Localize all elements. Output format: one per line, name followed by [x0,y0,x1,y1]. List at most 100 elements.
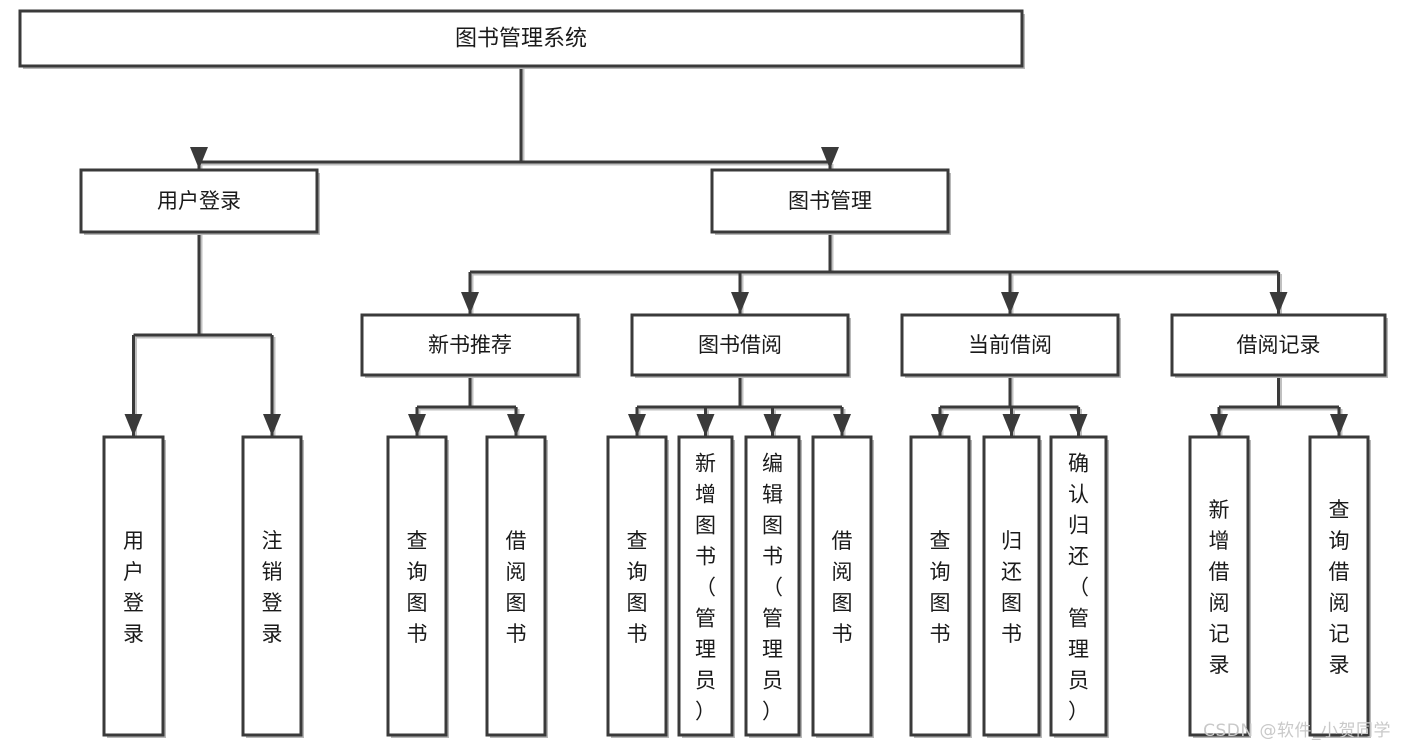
node-label-add-borrow-record: 借 [1209,560,1230,584]
node-label-return-book: 图 [1001,591,1022,615]
arrow-head-icon-user-login-do [124,414,143,436]
node-label-user-login-do: 录 [123,622,144,646]
node-box-borrow-book-2[interactable] [811,435,873,737]
node-label-borrow-book-2: 图 [832,591,853,615]
node-box-query-book-2[interactable] [606,435,668,737]
arrow-head-icon-add-book-admin [696,414,715,436]
node-user-login-do[interactable]: 用户登录 [102,435,166,738]
node-label-add-book-admin: ） [695,700,716,724]
node-root[interactable]: 图书管理系统 [18,9,1025,69]
node-label-confirm-return-admin: 员 [1068,669,1089,693]
node-label-book-manage: 图书管理 [788,189,872,213]
node-label-edit-book-admin: 图 [762,514,783,538]
node-label-borrow-book-1: 借 [506,529,527,553]
node-user-login[interactable]: 用户登录 [79,168,320,235]
node-label-confirm-return-admin: ） [1068,700,1089,724]
node-box-add-borrow-record[interactable] [1188,435,1250,737]
arrow-head-icon-confirm-return-admin [1069,414,1088,436]
node-box-borrow-book-1[interactable] [485,435,547,737]
node-label-query-borrow-record: 借 [1329,560,1350,584]
node-box-book-manage[interactable] [710,168,950,234]
node-book-manage[interactable]: 图书管理 [710,168,951,235]
node-label-user-login: 用户登录 [157,189,241,213]
node-box-query-book-1[interactable] [386,435,448,737]
node-label-query-borrow-record: 录 [1329,653,1350,677]
node-label-borrow-book-1: 阅 [506,560,527,584]
node-box-borrow-record[interactable] [1170,313,1387,377]
arrow-head-icon-query-book-3 [931,414,949,436]
node-box-book-borrow[interactable] [630,313,850,377]
node-borrow-record[interactable]: 借阅记录 [1170,313,1388,378]
node-box-user-login[interactable] [79,168,319,234]
node-label-borrow-book-1: 书 [506,622,527,646]
node-box-return-book[interactable] [982,435,1041,737]
arrow-head-icon-current-borrow [1001,292,1019,314]
node-box-edit-book-admin[interactable] [744,435,801,737]
node-label-edit-book-admin: 书 [762,545,783,569]
node-box-current-borrow[interactable] [900,313,1120,377]
node-label-add-book-admin: 新 [695,452,716,476]
node-label-borrow-book-2: 阅 [832,560,853,584]
node-label-return-book: 归 [1001,529,1022,553]
node-label-borrow-book-2: 借 [832,529,853,553]
arrow-head-icon-borrow-book-1 [507,414,525,436]
connectors-layer [124,66,1348,438]
node-label-query-book-1: 查 [407,529,428,553]
node-label-root: 图书管理系统 [455,27,587,52]
arrow-head-icon-query-borrow-record [1330,414,1348,436]
node-label-add-book-admin: 理 [695,638,716,662]
node-label-confirm-return-admin: （ [1068,576,1089,600]
node-label-add-book-admin: 增 [695,483,716,507]
node-current-borrow[interactable]: 当前借阅 [900,313,1121,378]
node-box-new-book-recommend[interactable] [360,313,580,377]
node-label-query-book-1: 询 [407,560,428,584]
node-new-book-recommend[interactable]: 新书推荐 [360,313,581,378]
node-label-user-login-do: 登 [123,591,144,615]
node-box-confirm-return-admin[interactable] [1049,435,1108,737]
node-label-query-borrow-record: 询 [1329,529,1350,553]
node-book-borrow[interactable]: 图书借阅 [630,313,851,378]
arrow-head-icon-add-borrow-record [1210,414,1228,436]
arrow-head-icon-user-login [190,147,208,169]
node-label-confirm-return-admin: 理 [1068,638,1089,662]
node-box-add-book-admin[interactable] [677,435,734,737]
node-label-confirm-return-admin: 管 [1068,607,1089,631]
node-box-query-book-3[interactable] [909,435,971,737]
arrow-head-icon-new-book-recommend [461,292,479,314]
node-box-root[interactable] [18,9,1024,68]
node-label-query-book-1: 图 [407,591,428,615]
node-label-return-book: 书 [1001,622,1022,646]
watermark-text: CSDN @软件_小贺同学 [1203,721,1391,741]
node-label-current-borrow: 当前借阅 [968,333,1052,357]
arrow-head-icon-edit-book-admin [763,414,782,436]
node-label-add-borrow-record: 记 [1209,622,1230,646]
node-label-new-book-recommend: 新书推荐 [428,333,512,357]
node-label-borrow-record: 借阅记录 [1237,333,1321,357]
node-label-user-logout: 登 [262,591,283,615]
node-label-add-book-admin: 员 [695,669,716,693]
node-box-user-logout[interactable] [241,435,303,737]
node-label-add-book-admin: 图 [695,514,716,538]
node-label-query-book-3: 查 [930,529,951,553]
node-label-query-book-2: 书 [627,622,648,646]
node-label-confirm-return-admin: 确 [1068,452,1089,476]
node-label-add-book-admin: 书 [695,545,716,569]
node-box-user-login-do[interactable] [102,435,165,737]
node-box-query-borrow-record[interactable] [1308,435,1370,737]
node-label-edit-book-admin: 编 [762,452,783,476]
node-label-user-logout: 销 [262,560,283,584]
